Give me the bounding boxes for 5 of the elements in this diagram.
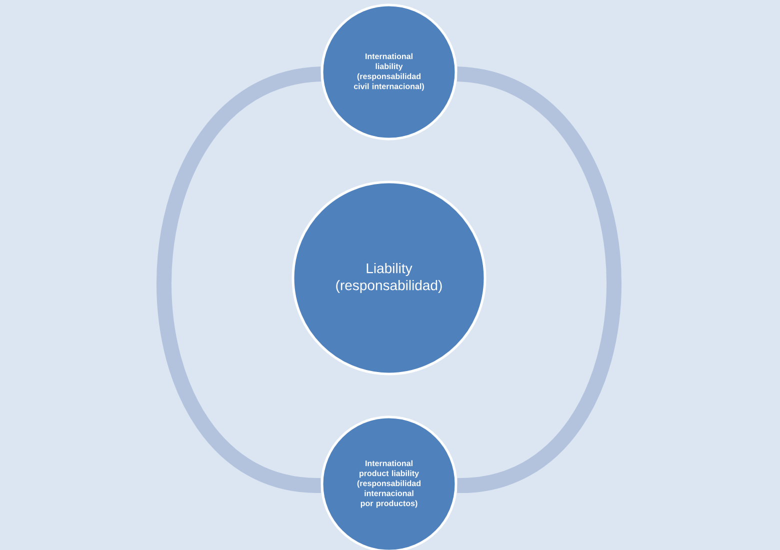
circle-node: Liability (responsabilidad) [292,180,486,376]
ring-arc [156,66,322,493]
ring-arc [456,66,622,493]
circle-node: International product liability (responsabilidad internacional por productos) [320,416,458,550]
circle-node: International liability (responsabilidad civil internacional) [320,4,458,140]
